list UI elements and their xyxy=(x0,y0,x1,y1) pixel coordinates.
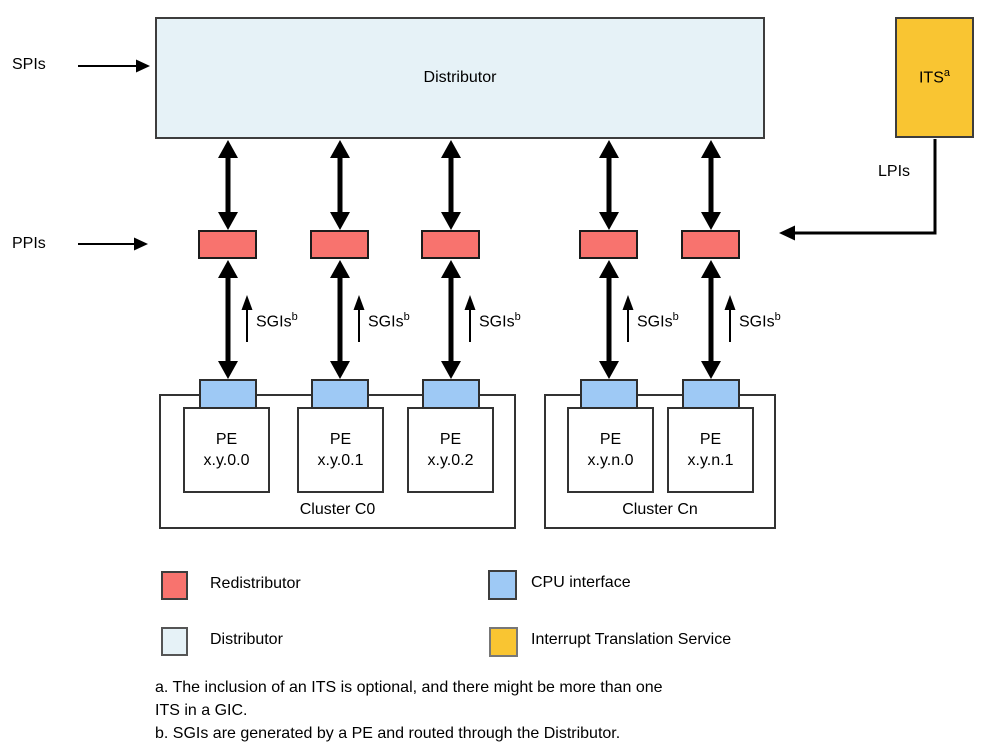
redistributor-box-3 xyxy=(421,230,480,259)
cluster-cn-label: Cluster Cn xyxy=(622,501,698,518)
legend-label-cpu-interface: CPU interface xyxy=(531,574,631,591)
footnote-a-line-1: a. The inclusion of an ITS is optional, … xyxy=(155,679,663,696)
distributor-redistributor-arrow-5 xyxy=(701,140,721,230)
pe-label: PE xyxy=(699,431,722,448)
distributor-redistributor-arrow-3 xyxy=(441,140,461,230)
pe-box-xy01: PE x.y.0.1 xyxy=(297,407,384,493)
legend-swatch-cpu-interface xyxy=(488,570,517,600)
pe-id: x.y.0.1 xyxy=(317,452,364,469)
cpu-interface-box-4 xyxy=(580,379,638,409)
redistributor-box-4 xyxy=(579,230,638,259)
sgi-up-arrow-2 xyxy=(353,295,365,342)
cluster-c0-label: Cluster C0 xyxy=(299,501,376,518)
sgi-up-arrow-3 xyxy=(464,295,476,342)
cpu-interface-box-3 xyxy=(422,379,480,409)
sgi-label-3: SGIsb xyxy=(479,311,521,331)
legend-label-its: Interrupt Translation Service xyxy=(531,631,732,648)
redistributor-cpu-arrow-2 xyxy=(330,260,350,379)
pe-box-xyn0: PE x.y.n.0 xyxy=(567,407,654,493)
sgi-up-arrow-5 xyxy=(724,295,736,342)
its-box: ITSa xyxy=(895,17,974,138)
sgi-label-2: SGIsb xyxy=(368,311,410,331)
distributor-redistributor-arrow-2 xyxy=(330,140,350,230)
redistributor-cpu-arrow-3 xyxy=(441,260,461,379)
legend-swatch-its xyxy=(489,627,518,657)
pe-id: x.y.0.2 xyxy=(427,452,474,469)
cpu-interface-box-5 xyxy=(682,379,740,409)
redistributor-cpu-arrow-4 xyxy=(599,260,619,379)
pe-label: PE xyxy=(329,431,352,448)
footnotes: a. The inclusion of an ITS is optional, … xyxy=(155,676,663,745)
sgi-label-1: SGIsb xyxy=(256,311,298,331)
footnote-b: b. SGIs are generated by a PE and routed… xyxy=(155,725,621,742)
redistributor-box-2 xyxy=(310,230,369,259)
spis-arrow xyxy=(78,59,150,73)
ppis-label: PPIs xyxy=(12,235,46,252)
legend-label-redistributor: Redistributor xyxy=(210,575,301,592)
sgi-up-arrow-4 xyxy=(622,295,634,342)
distributor-label: Distributor xyxy=(423,69,497,86)
pe-label: PE xyxy=(599,431,622,448)
spis-label: SPIs xyxy=(12,56,46,73)
pe-box-xyn1: PE x.y.n.1 xyxy=(667,407,754,493)
sgi-label-4: SGIsb xyxy=(637,311,679,331)
pe-id: x.y.n.0 xyxy=(587,452,634,469)
pe-id: x.y.0.0 xyxy=(203,452,250,469)
pe-box-xy02: PE x.y.0.2 xyxy=(407,407,494,493)
redistributor-box-5 xyxy=(681,230,740,259)
legend-swatch-redistributor xyxy=(161,571,188,600)
footnote-a-line-2: ITS in a GIC. xyxy=(155,702,248,719)
pe-box-xy00: PE x.y.0.0 xyxy=(183,407,270,493)
legend-swatch-distributor xyxy=(161,627,188,656)
pe-id: x.y.n.1 xyxy=(687,452,734,469)
pe-label: PE xyxy=(439,431,462,448)
ppis-arrow xyxy=(78,237,148,251)
distributor-redistributor-arrow-1 xyxy=(218,140,238,230)
cpu-interface-box-2 xyxy=(311,379,369,409)
redistributor-cpu-arrow-1 xyxy=(218,260,238,379)
cpu-interface-box-1 xyxy=(199,379,257,409)
distributor-redistributor-arrow-4 xyxy=(599,140,619,230)
sgi-up-arrow-1 xyxy=(241,295,253,342)
lpis-arrow xyxy=(779,139,937,241)
distributor-box: Distributor xyxy=(155,17,765,139)
its-label: ITSa xyxy=(918,67,950,87)
pe-label: PE xyxy=(215,431,238,448)
redistributor-cpu-arrow-5 xyxy=(701,260,721,379)
lpis-label: LPIs xyxy=(878,163,911,180)
legend-label-distributor: Distributor xyxy=(210,631,283,648)
sgi-label-5: SGIsb xyxy=(739,311,781,331)
redistributor-box-1 xyxy=(198,230,257,259)
